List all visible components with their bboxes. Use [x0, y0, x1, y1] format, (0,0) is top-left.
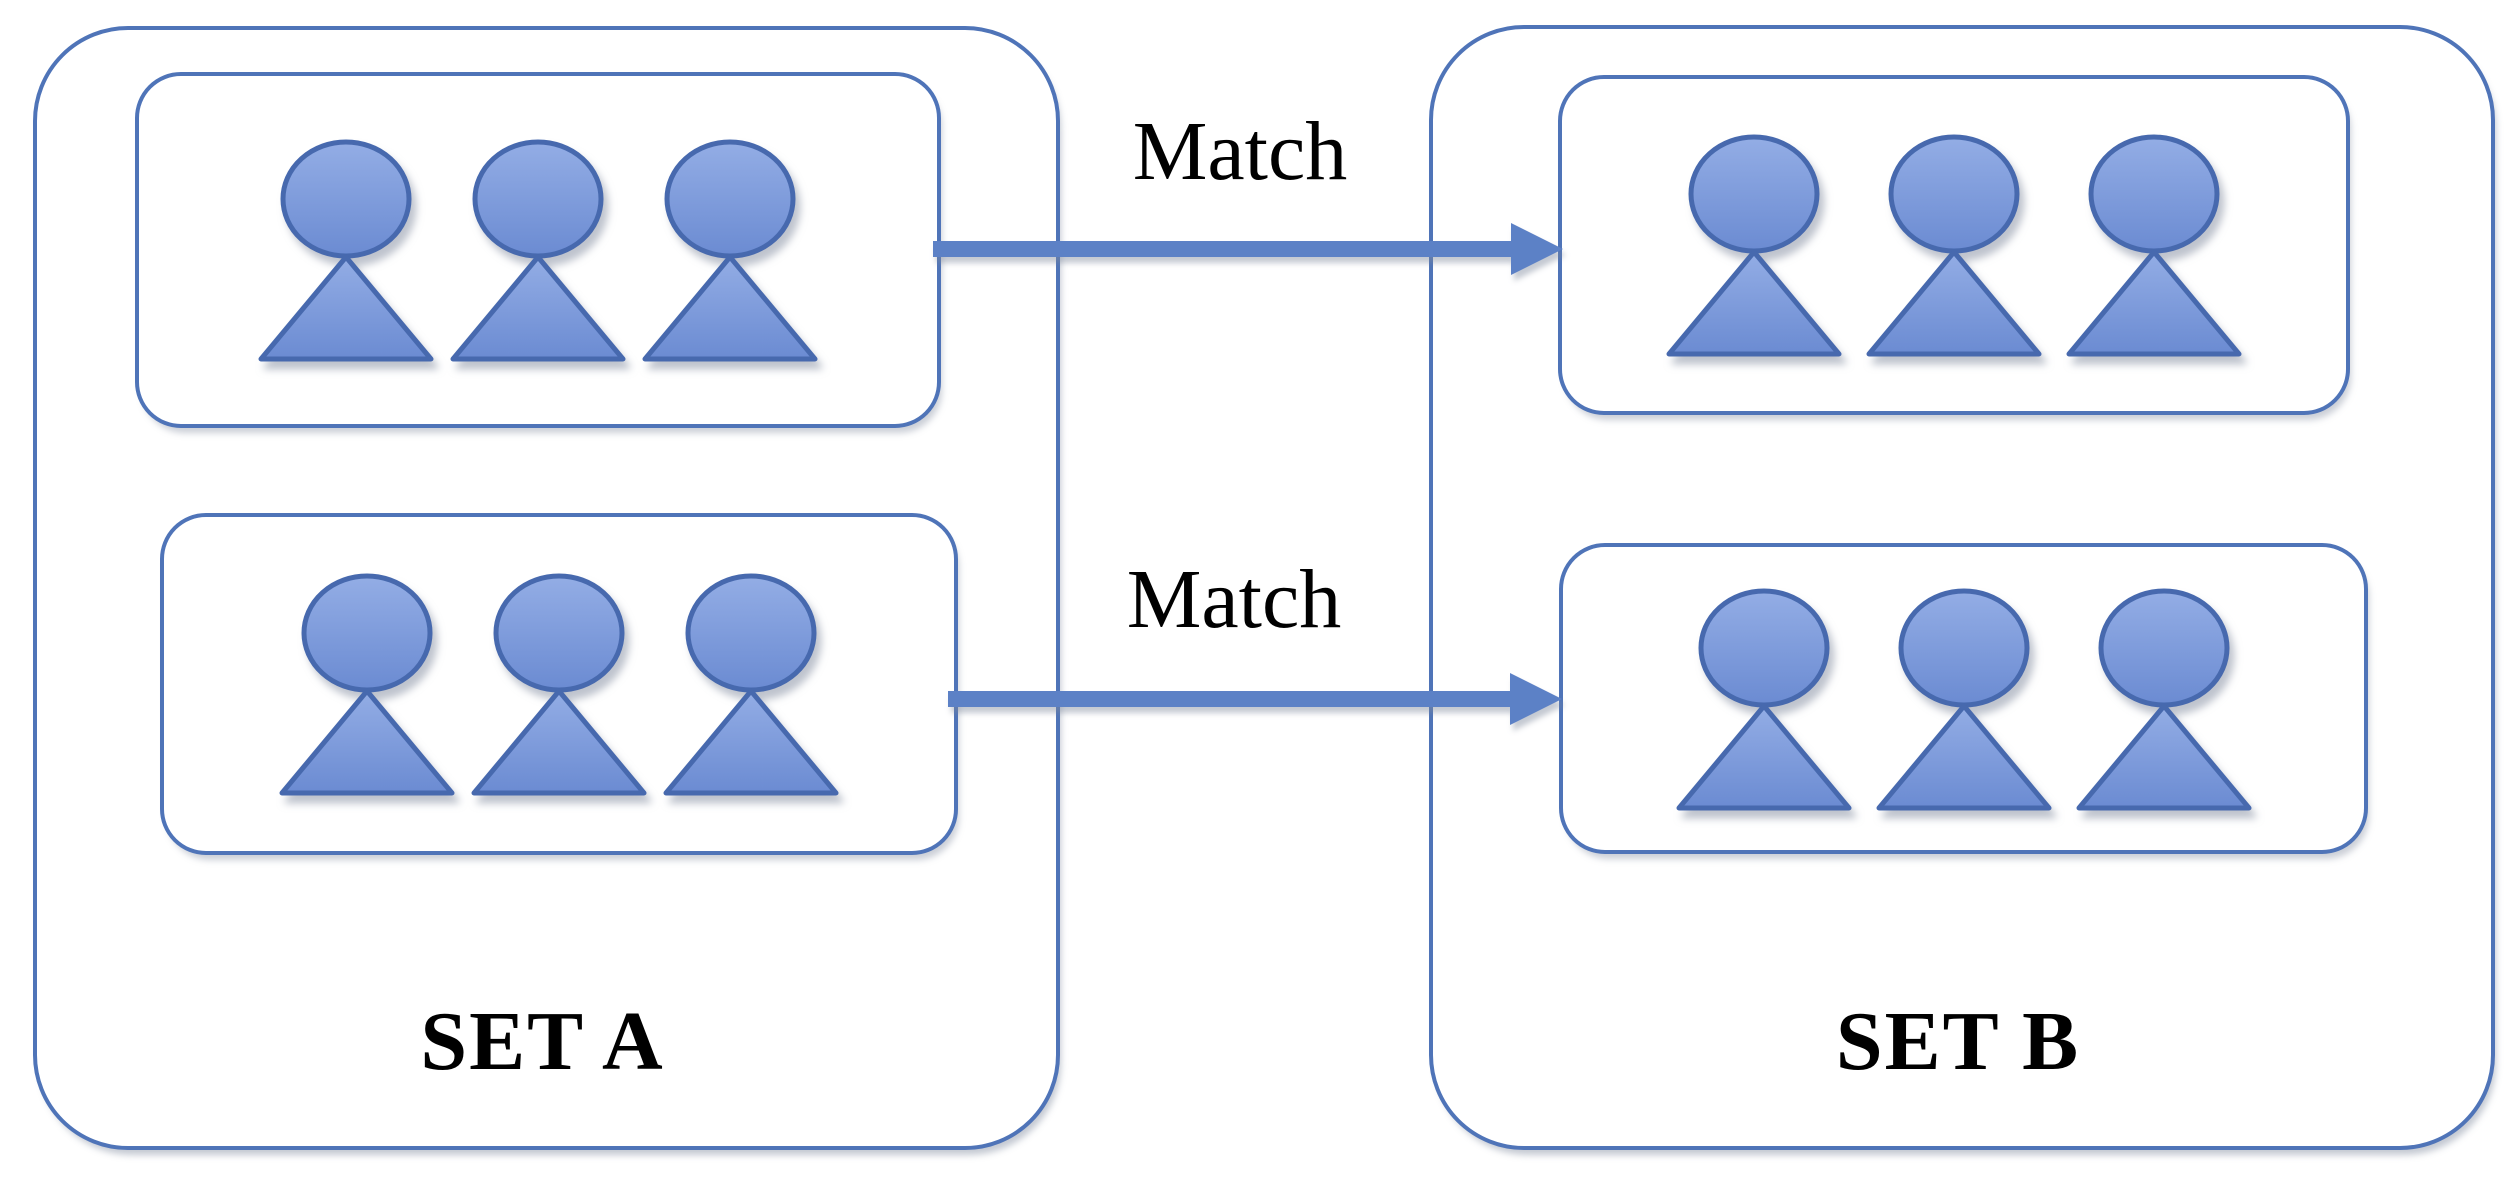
person-head — [2098, 588, 2229, 707]
match-arrow-1 — [933, 223, 1563, 275]
person-icon — [1866, 134, 2042, 357]
set-a-group-2 — [160, 513, 958, 855]
person-icon — [1666, 134, 1842, 357]
match-label-1: Match — [1132, 105, 1348, 198]
person-icon — [258, 139, 434, 362]
person-body — [471, 688, 647, 796]
person-body — [1666, 249, 1842, 357]
person-icon — [2076, 588, 2251, 810]
set-a-label: SET A — [420, 995, 665, 1088]
person-icon — [1876, 588, 2051, 810]
person-icon — [450, 139, 626, 362]
person-body — [1676, 703, 1851, 810]
person-body — [450, 254, 626, 362]
person-body — [258, 254, 434, 362]
match-arrow-2 — [948, 673, 1562, 725]
person-head — [2088, 134, 2220, 254]
person-icon — [1676, 588, 1851, 810]
person-head — [1688, 134, 1820, 254]
person-head — [1888, 134, 2020, 254]
person-icon — [642, 139, 818, 362]
arrowhead-icon — [1511, 223, 1563, 275]
person-head — [280, 139, 412, 259]
person-body — [642, 254, 818, 362]
set-a-group-1 — [135, 72, 941, 428]
arrowhead-icon — [1510, 673, 1562, 725]
person-body — [2076, 703, 2251, 810]
person-head — [1698, 588, 1829, 707]
person-body — [1876, 703, 2051, 810]
person-icon — [663, 573, 839, 796]
person-head — [664, 139, 796, 259]
set-b-group-1 — [1558, 75, 2350, 415]
person-head — [493, 573, 625, 693]
person-body — [663, 688, 839, 796]
person-body — [279, 688, 455, 796]
set-b-group-2 — [1559, 543, 2368, 854]
set-b-label: SET B — [1835, 995, 2081, 1088]
person-head — [472, 139, 604, 259]
person-icon — [2066, 134, 2242, 357]
match-label-2: Match — [1126, 553, 1342, 646]
person-head — [1898, 588, 2029, 707]
person-icon — [279, 573, 455, 796]
person-head — [301, 573, 433, 693]
person-head — [685, 573, 817, 693]
person-body — [1866, 249, 2042, 357]
person-body — [2066, 249, 2242, 357]
person-icon — [471, 573, 647, 796]
